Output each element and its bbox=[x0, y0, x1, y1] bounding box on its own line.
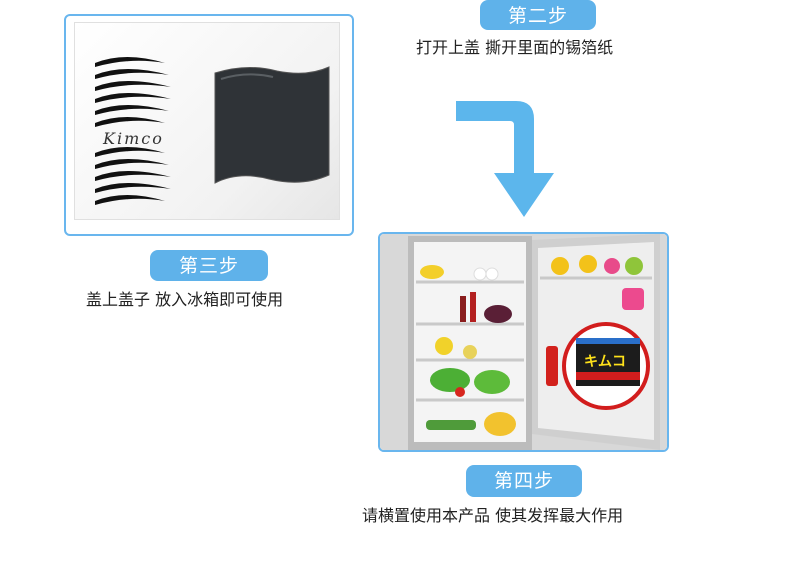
fridge-scene: キムコ bbox=[380, 234, 667, 450]
product-logo: キムコ bbox=[584, 354, 626, 370]
charcoal-window bbox=[214, 66, 330, 184]
step3-badge: 第三步 bbox=[150, 250, 268, 281]
step3-caption: 盖上盖子 放入冰箱即可使用 bbox=[86, 290, 284, 309]
step4-badge: 第四步 bbox=[466, 465, 582, 497]
step4-image-frame: キムコ bbox=[378, 232, 669, 452]
deodorizer-device: Kimco bbox=[74, 22, 340, 220]
down-arrow-icon bbox=[456, 101, 554, 217]
brand-logo: Kimco bbox=[103, 129, 164, 148]
step3-image-frame: Kimco bbox=[64, 14, 354, 236]
vent-grille-icon bbox=[95, 57, 171, 205]
step2-badge: 第二步 bbox=[480, 0, 596, 30]
step2-caption: 打开上盖 撕开里面的锡箔纸 bbox=[416, 38, 614, 57]
step4-caption: 请横置使用本产品 使其发挥最大作用 bbox=[362, 506, 624, 525]
